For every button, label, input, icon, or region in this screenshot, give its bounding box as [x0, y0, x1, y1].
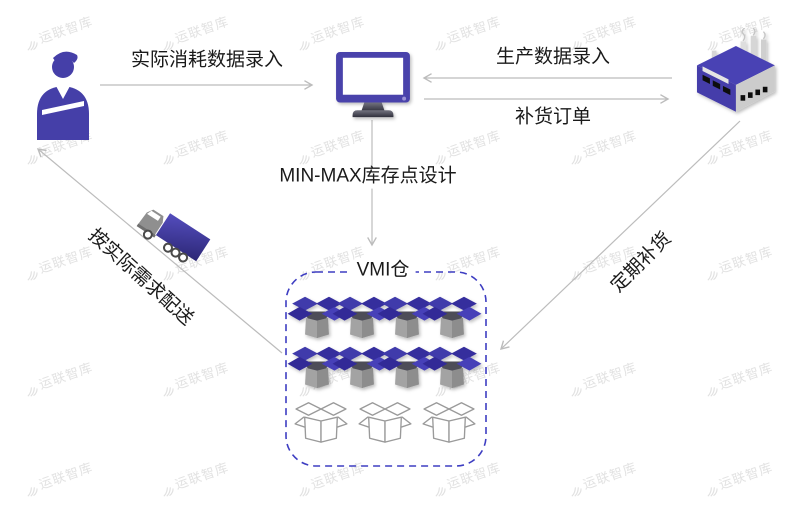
- arrow-replenish-factory-to-warehouse: [499, 120, 741, 350]
- vmi-warehouse-dashed-border: [285, 271, 487, 467]
- person-icon: [37, 51, 89, 140]
- label-consumption-input: 实际消耗数据录入: [130, 49, 284, 71]
- filled-open-box-icon: [422, 296, 482, 339]
- label-minmax-design: MIN-MAX库存点设计: [273, 165, 463, 189]
- outline-open-box-icon: [358, 402, 412, 443]
- vmi-box-row: [287, 296, 482, 339]
- computer-icon: [336, 51, 410, 118]
- filled-open-box-icon: [332, 346, 392, 389]
- filled-open-box-icon: [377, 346, 437, 389]
- label-production-input: 生产数据录入: [495, 46, 611, 68]
- arrow-delivery-warehouse-to-person: [36, 148, 283, 354]
- filled-open-box-icon: [287, 346, 347, 389]
- vmi-box-row: [287, 346, 482, 389]
- filled-open-box-icon: [332, 296, 392, 339]
- filled-open-box-icon: [287, 296, 347, 339]
- label-replenishment-order: 补货订单: [514, 106, 592, 128]
- factory-icon: [696, 28, 776, 113]
- label-vmi-warehouse: VMI仓: [350, 259, 416, 283]
- filled-open-box-icon: [422, 346, 482, 389]
- outline-open-box-icon: [422, 402, 476, 443]
- filled-open-box-icon: [377, 296, 437, 339]
- vmi-box-row: [294, 402, 476, 443]
- outline-open-box-icon: [294, 402, 348, 443]
- truck-icon: [132, 200, 212, 269]
